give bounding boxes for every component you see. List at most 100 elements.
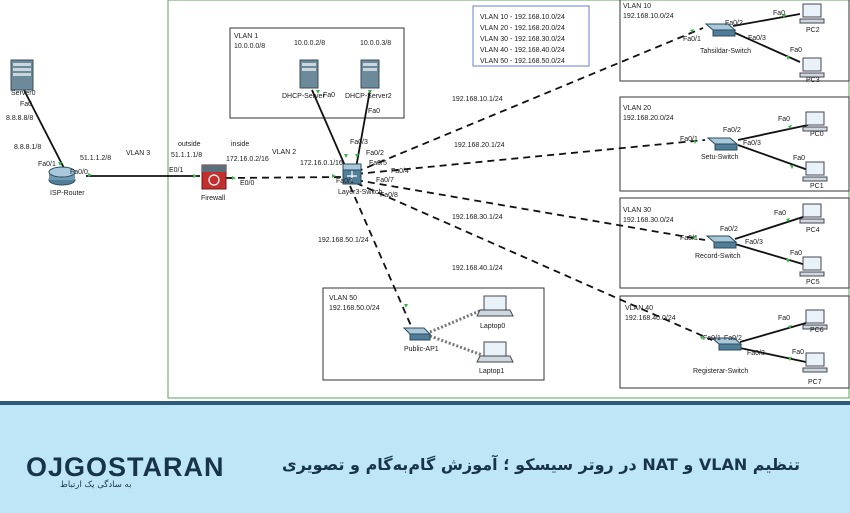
pc4-port: Fa0	[774, 210, 786, 217]
firewall-inside-label: inside	[231, 141, 249, 148]
link-l3-vlan40	[355, 182, 713, 341]
link-vlan50-ip: 192.168.50.1/24	[318, 237, 369, 244]
wireless-link-laptop1	[429, 334, 483, 357]
pc5-port: Fa0	[790, 250, 802, 257]
dhcp-server-ip: 10.0.0.2/8	[294, 40, 325, 47]
vlan20-title: VLAN 20	[623, 105, 651, 112]
vlan-legend-line: VLAN 30 - 192.168.30.0/24	[480, 36, 565, 43]
pc6-port: Fa0	[778, 315, 790, 322]
pc7-device[interactable]	[802, 352, 828, 373]
sw30-fa02: Fa0/2	[720, 226, 738, 233]
link-l3-vlan10	[355, 27, 704, 173]
laptop1-label: Laptop1	[479, 368, 504, 375]
vlan1-title: VLAN 1	[234, 33, 258, 40]
link-l3-vlan30	[355, 179, 706, 241]
registerar-switch-device[interactable]	[710, 337, 743, 351]
sw30-fa03: Fa0/3	[745, 239, 763, 246]
link-sw40-pc6	[739, 322, 807, 343]
vlan50-box	[322, 287, 545, 381]
firewall-e00-label: E0/0	[240, 180, 255, 187]
firewall-outside-ip-label: 51.1.1.1/8	[171, 152, 202, 159]
vlan40-box	[619, 295, 850, 389]
pc2-port: Fa0	[773, 10, 785, 17]
vlan10-title: VLAN 10	[623, 3, 651, 10]
l3-fa04-label: Fa0/4	[391, 168, 409, 175]
pc3-label: PC3	[806, 77, 820, 84]
link-firewall-l3	[225, 176, 344, 179]
sw40-fa02: Fa0/2	[724, 335, 742, 342]
pc1-device[interactable]	[802, 161, 828, 182]
wireless-link-laptop0	[429, 308, 483, 334]
dhcp-server-device[interactable]	[299, 59, 319, 89]
isp-gateway-label: 8.8.8.1/8	[14, 144, 41, 151]
isp-wan-ip-label: 51.1.1.2/8	[80, 155, 111, 162]
link-vlan30-ip: 192.168.30.1/24	[452, 214, 503, 221]
tahsildar-switch-label: Tahsildar-Switch	[700, 48, 751, 55]
pc0-device[interactable]	[802, 111, 828, 132]
pc5-label: PC5	[806, 279, 820, 286]
layer3-switch-device[interactable]	[342, 163, 362, 185]
vlan30-box	[619, 197, 850, 289]
registerar-switch-label: Registerar-Switch	[693, 368, 748, 375]
firewall-device[interactable]	[201, 164, 227, 190]
laptop0-device[interactable]	[476, 295, 514, 317]
vlan3-label: VLAN 3	[126, 150, 150, 157]
l3-ip-label: 172.16.0.1/16	[300, 160, 343, 167]
pc4-device[interactable]	[799, 203, 825, 224]
firewall-inside-ip-label: 172.16.0.2/16	[226, 156, 269, 163]
link-sw20-pc1	[737, 144, 809, 171]
pc6-device[interactable]	[802, 309, 828, 330]
dhcp-server2-ip: 10.0.0.3/8	[360, 40, 391, 47]
l3-fa05-label: Fa0/5	[369, 160, 387, 167]
isp-router-device[interactable]	[48, 166, 76, 186]
link-server0-isp	[23, 89, 66, 171]
pc2-label: PC2	[806, 27, 820, 34]
server0-port-label: Fa0	[20, 101, 32, 108]
pc5-device[interactable]	[799, 256, 825, 277]
network-topology-diagram: VLAN 10 - 192.168.10.0/24 VLAN 20 - 192.…	[6, 0, 850, 399]
vlan1-subnet: 10.0.0.0/8	[234, 43, 265, 50]
sw40-fa01: Fa0/1	[703, 335, 721, 342]
sw10-fa03: Fa0/3	[748, 35, 766, 42]
pc6-label: PC6	[810, 327, 824, 334]
dhcp-server-label: DHCP-Server	[282, 93, 325, 100]
link-sw40-pc7	[739, 347, 807, 363]
server0-device[interactable]	[10, 59, 34, 91]
vlan40-title: VLAN 40	[625, 305, 653, 312]
firewall-e01-label: E0/1	[169, 167, 184, 174]
sw10-fa02: Fa0/2	[725, 20, 743, 27]
l3-fa01-label: Fa0/1	[336, 178, 354, 185]
tahsildar-switch-device[interactable]	[704, 23, 737, 37]
link-l3-vlan20	[355, 139, 706, 175]
logo-wordmark: OJGOSTARAN	[26, 452, 225, 482]
pc2-device[interactable]	[799, 3, 825, 24]
link-sw20-pc0	[737, 124, 809, 141]
footer-banner	[0, 405, 850, 513]
laptop1-device[interactable]	[476, 341, 514, 363]
dhcp-server2-label: DHCP-Server2	[345, 93, 392, 100]
pc0-port: Fa0	[778, 116, 790, 123]
setu-switch-device[interactable]	[706, 137, 739, 151]
l3-fa03-label: Fa0/3	[350, 139, 368, 146]
layer3-switch-label: Layer3-Switch	[338, 189, 382, 196]
laptop0-label: Laptop0	[480, 323, 505, 330]
site-logo[interactable]: OJGOSTARAN به سادگی یک ارتباط	[26, 452, 236, 492]
l3-fa07-label: Fa0/7	[376, 177, 394, 184]
l3-fa02-label: Fa0/2	[366, 150, 384, 157]
link-vlan10-ip: 192.168.10.1/24	[452, 96, 503, 103]
vlan20-box	[619, 96, 850, 192]
sw40-fa03: Fa0/3	[747, 350, 765, 357]
sw20-fa03: Fa0/3	[743, 140, 761, 147]
sw10-fa01: Fa0/1	[683, 36, 701, 43]
public-ap-device[interactable]	[402, 327, 432, 341]
link-l3-vlan50	[349, 185, 413, 329]
isp-router-label: ISP-Router	[50, 190, 85, 197]
sw20-fa02: Fa0/2	[723, 127, 741, 134]
pc3-device[interactable]	[799, 57, 825, 78]
dhcp-server2-port: Fa0	[368, 108, 380, 115]
record-switch-device[interactable]	[705, 235, 738, 249]
public-ap-label: Public-AP1	[404, 346, 439, 353]
port-status-dots	[22, 14, 794, 361]
dhcp-server2-device[interactable]	[360, 59, 380, 89]
vlan40-subnet: 192.168.40.0/24	[625, 315, 676, 322]
